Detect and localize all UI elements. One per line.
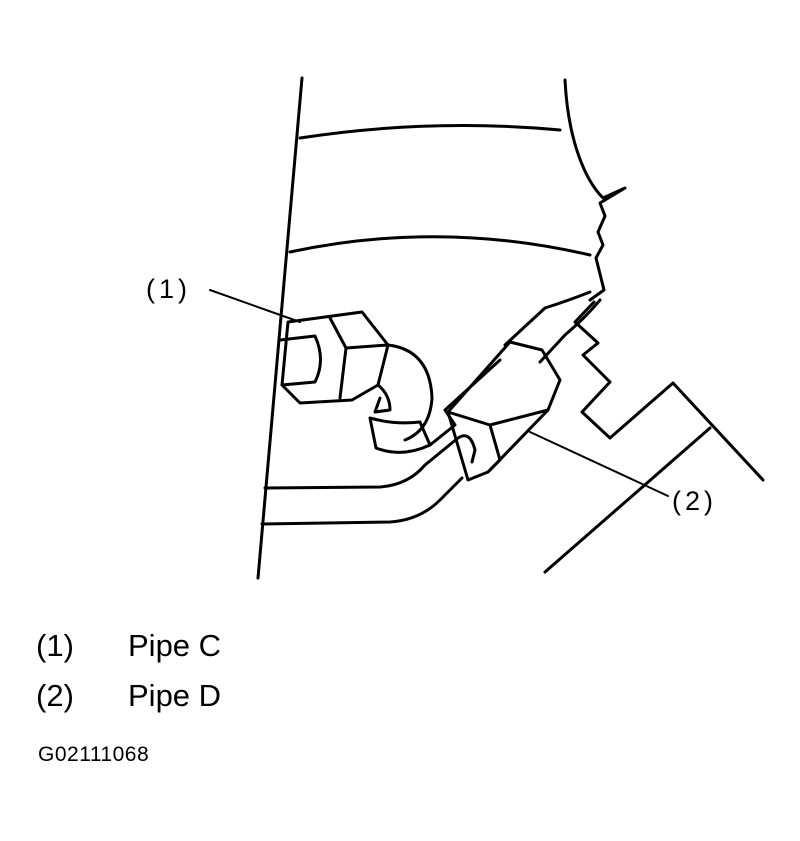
lower-pipe-bottom — [260, 476, 464, 526]
bracket-outline — [573, 300, 765, 482]
legend-name: Pipe C — [128, 628, 222, 663]
legend-number: (1) — [36, 628, 74, 663]
pipe-c-nut — [280, 310, 390, 405]
hose-right-edge — [563, 78, 627, 302]
legend: (1) Pipe C (2) Pipe D — [36, 628, 221, 728]
lower-pipe-top — [263, 434, 477, 490]
callout-2: (2) — [672, 486, 717, 516]
pipe-c-end — [278, 334, 322, 387]
pipe-diagram: (1) (2) — [146, 76, 765, 580]
legend-item: (2) Pipe D — [36, 678, 221, 728]
figure-id: G02111068 — [38, 743, 150, 766]
callout-1: (1) — [146, 274, 191, 304]
legend-name: Pipe D — [128, 678, 222, 713]
bracket-lower-edge — [543, 426, 712, 574]
pipe-c-nut-face — [328, 316, 348, 400]
legend-item: (1) Pipe C — [36, 628, 221, 678]
pipe-d-nut — [446, 340, 562, 482]
body-left-edge — [256, 76, 304, 580]
pipe-c-nut-face2 — [344, 343, 390, 350]
pipe-c-elbow — [386, 343, 434, 442]
upper-pipe — [503, 290, 592, 347]
legend-number: (2) — [36, 678, 74, 713]
hose-lower-line — [288, 235, 592, 257]
pipe-c-collar — [368, 416, 432, 454]
pipe-c-elbow-inner — [373, 383, 392, 414]
pipe-c-to-d — [428, 358, 502, 447]
leader-line-1 — [209, 289, 301, 323]
leader-line-2 — [529, 431, 669, 497]
hose-upper-line — [298, 124, 562, 140]
upper-pipe-inner — [538, 298, 602, 364]
pipe-d-nut-face — [446, 408, 550, 427]
pipe-d-nut-face2 — [486, 423, 502, 474]
